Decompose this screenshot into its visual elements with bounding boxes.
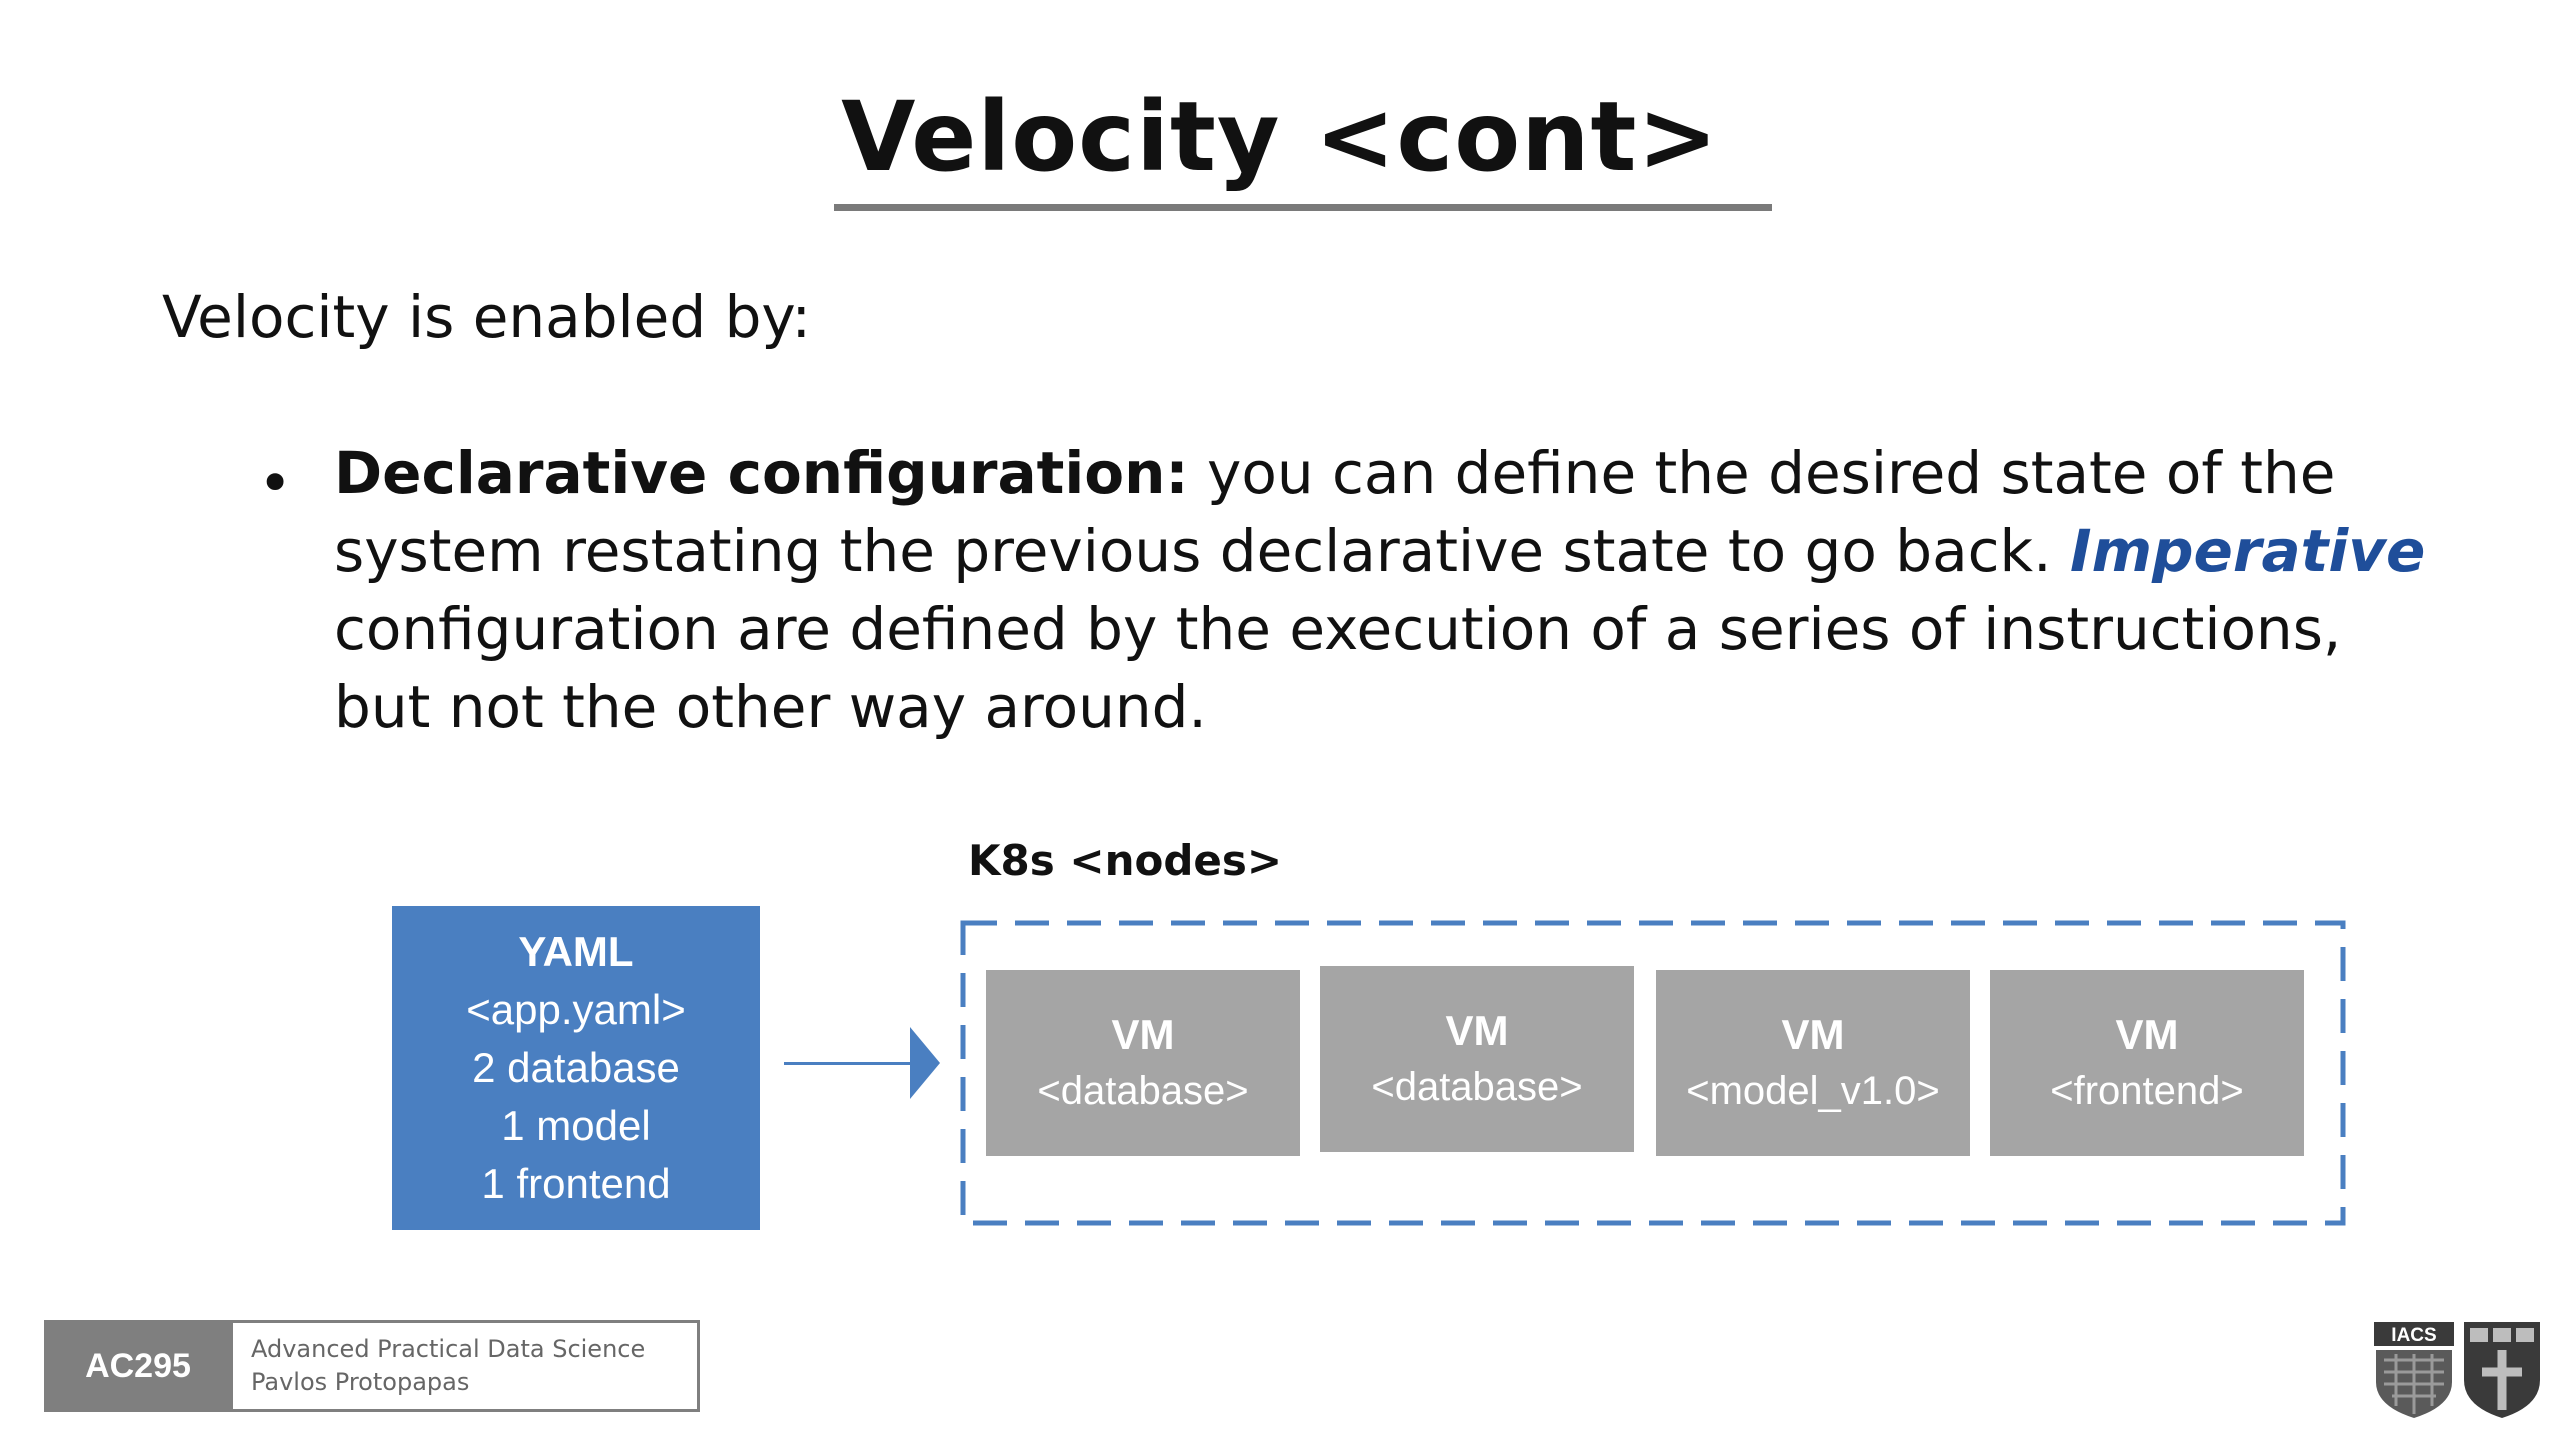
bullet-text-part-1: you can define the desired state of the … bbox=[334, 439, 2336, 585]
vm-box: VM <database> bbox=[1320, 966, 1634, 1152]
yaml-line: <app.yaml> bbox=[466, 986, 686, 1033]
iacs-shield-icon: IACS bbox=[2372, 1320, 2456, 1420]
slide-title: Velocity <cont> bbox=[841, 81, 1719, 193]
course-name: Advanced Practical Data Science bbox=[251, 1335, 646, 1363]
course-info: Advanced Practical Data Science Pavlos P… bbox=[230, 1320, 700, 1412]
bullet-text-part-2: configuration are defined by the executi… bbox=[334, 595, 2342, 741]
arrow-head-icon bbox=[910, 1027, 940, 1099]
vm-role: <frontend> bbox=[2050, 1069, 2244, 1113]
arrow-shaft bbox=[784, 1062, 914, 1065]
k8s-nodes-label: K8s <nodes> bbox=[968, 836, 1283, 885]
dashed-border bbox=[960, 920, 2346, 1226]
bullet-marker: • bbox=[258, 449, 293, 517]
vm-box: VM <frontend> bbox=[1990, 970, 2304, 1156]
bullet-paragraph: Declarative configuration: you can defin… bbox=[334, 434, 2454, 746]
yaml-line: 1 frontend bbox=[481, 1160, 671, 1207]
vm-title: VM bbox=[1111, 1011, 1175, 1058]
vm-title: VM bbox=[1781, 1011, 1845, 1058]
vm-title: VM bbox=[1445, 1007, 1509, 1054]
yaml-title: YAML bbox=[518, 928, 634, 975]
course-code-badge: AC295 bbox=[44, 1320, 232, 1412]
yaml-box: YAML <app.yaml> 2 database 1 model 1 fro… bbox=[392, 906, 760, 1230]
vm-role: <model_v1.0> bbox=[1686, 1069, 1940, 1113]
vm-box: VM <model_v1.0> bbox=[1656, 970, 1970, 1156]
intro-text: Velocity is enabled by: bbox=[162, 283, 812, 351]
vm-role: <database> bbox=[1371, 1065, 1583, 1109]
vm-title: VM bbox=[2115, 1011, 2179, 1058]
title-underline bbox=[834, 204, 1772, 211]
vm-role: <database> bbox=[1037, 1069, 1249, 1113]
instructor-name: Pavlos Protopapas bbox=[251, 1368, 470, 1396]
vm-box: VM <database> bbox=[986, 970, 1300, 1156]
yaml-line: 2 database bbox=[472, 1044, 680, 1091]
bullet-term: Declarative configuration: bbox=[334, 439, 1189, 507]
harvard-shield-icon bbox=[2460, 1320, 2544, 1420]
iacs-logo-text: IACS bbox=[2391, 1325, 2436, 1346]
k8s-nodes-container bbox=[960, 920, 2346, 1226]
bullet-emphasis: Imperative bbox=[2069, 517, 2426, 585]
yaml-line: 1 model bbox=[501, 1102, 651, 1149]
